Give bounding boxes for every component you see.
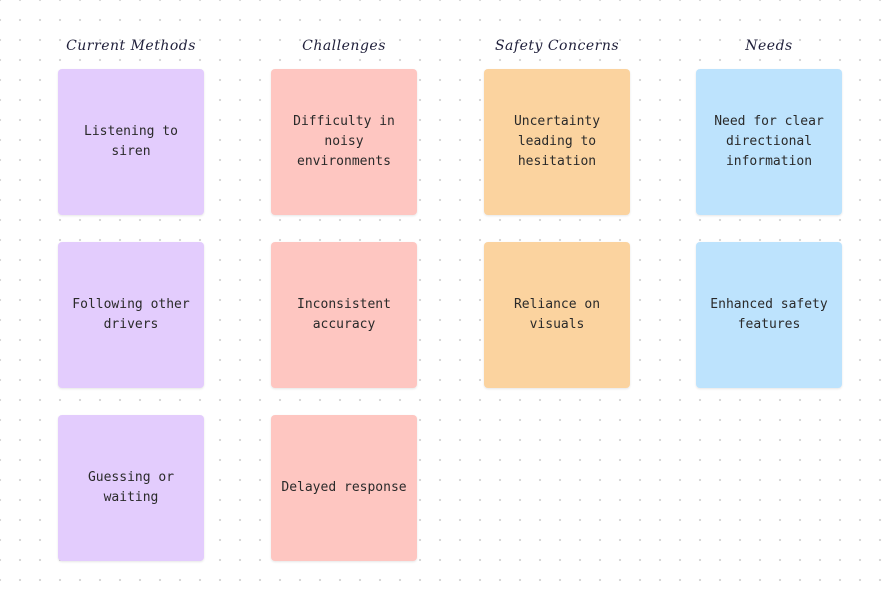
column-challenges: Challenges Difficulty in noisy environme… <box>271 38 417 561</box>
sticky-note[interactable]: Uncertainty leading to hesitation <box>484 69 630 215</box>
sticky-note[interactable]: Enhanced safety features <box>696 242 842 388</box>
column-header-needs[interactable]: Needs <box>745 38 793 54</box>
column-header-challenges[interactable]: Challenges <box>302 38 386 54</box>
sticky-note-text: Guessing or waiting <box>87 470 175 505</box>
column-header-safety-concerns[interactable]: Safety Concerns <box>494 38 620 54</box>
sticky-note-text: Listening to siren <box>84 124 178 159</box>
sticky-note-text: Uncertainty leading to hesitation <box>513 114 601 169</box>
sticky-note[interactable]: Inconsistent accuracy <box>271 242 417 388</box>
sticky-note-text: Reliance on visuals <box>513 297 601 332</box>
column-needs: Needs Need for clear directional informa… <box>696 38 842 388</box>
sticky-note-text: Inconsistent accuracy <box>297 297 391 332</box>
sticky-note-text: Difficulty in noisy environments <box>293 114 395 169</box>
sticky-note[interactable]: Reliance on visuals <box>484 242 630 388</box>
sticky-note[interactable]: Guessing or waiting <box>58 415 204 561</box>
sticky-note[interactable]: Following other drivers <box>58 242 204 388</box>
sticky-note[interactable]: Need for clear directional information <box>696 69 842 215</box>
sticky-note-text: Need for clear directional information <box>714 114 824 169</box>
sticky-note[interactable]: Difficulty in noisy environments <box>271 69 417 215</box>
sticky-note-text: Delayed response <box>281 480 407 495</box>
sticky-note[interactable]: Delayed response <box>271 415 417 561</box>
column-current-methods: Current Methods Listening to siren Follo… <box>58 38 204 561</box>
sticky-note-text: Following other drivers <box>72 297 190 332</box>
sticky-note[interactable]: Listening to siren <box>58 69 204 215</box>
column-safety-concerns: Safety Concerns Uncertainty leading to h… <box>484 38 630 388</box>
column-header-current-methods[interactable]: Current Methods <box>66 38 196 54</box>
sticky-note-text: Enhanced safety features <box>710 297 828 332</box>
